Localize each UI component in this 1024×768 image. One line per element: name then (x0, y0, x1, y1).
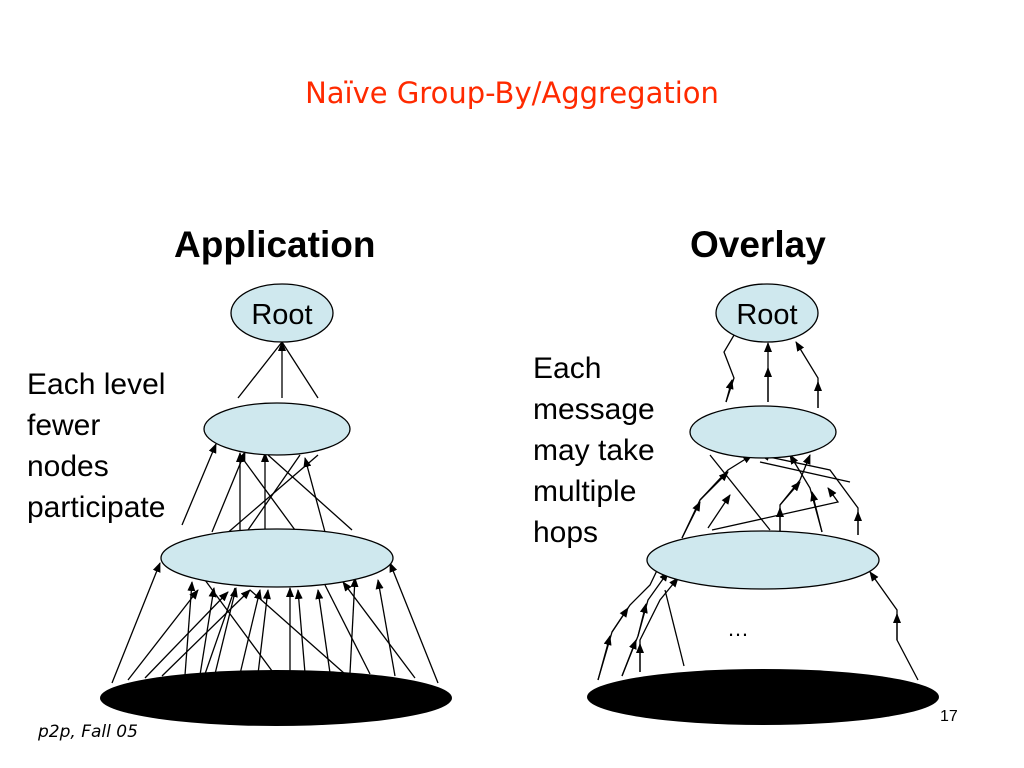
note-line: Each (533, 352, 602, 385)
edge (267, 454, 353, 531)
edge (707, 494, 731, 529)
edge (779, 481, 801, 506)
edge (204, 587, 236, 675)
edge (181, 443, 217, 526)
overlay-level2-node (646, 530, 880, 590)
edge (597, 635, 612, 681)
edge (611, 607, 629, 633)
overlay-base-nodes (587, 669, 939, 725)
edge (810, 491, 823, 533)
edge (281, 341, 319, 399)
edge (681, 501, 701, 539)
edge (597, 559, 663, 681)
application-level1-node (203, 402, 351, 456)
edge (349, 577, 359, 674)
note-line: fewer (27, 409, 101, 442)
edge (869, 571, 919, 681)
edge (239, 454, 296, 531)
edge (184, 581, 196, 676)
page-number: 17 (940, 708, 958, 725)
edge (111, 562, 161, 684)
edge (161, 589, 251, 677)
edge (759, 452, 859, 535)
edge (375, 579, 396, 677)
edge (239, 589, 262, 675)
edge (144, 591, 229, 679)
edge (725, 379, 734, 403)
note-line: hops (533, 516, 599, 549)
edge (664, 589, 685, 667)
edge (795, 341, 819, 408)
edge (199, 587, 217, 676)
edge (257, 589, 271, 675)
edge (621, 639, 637, 677)
edge (711, 487, 840, 531)
overlay-root-node (715, 283, 819, 343)
overlay-root-label: Root (736, 299, 797, 331)
edge (709, 454, 771, 531)
note-line: may take (533, 434, 655, 467)
slide-footer: p2p, Fall 05 (38, 722, 138, 742)
application-level2-node (160, 528, 394, 588)
note-line: multiple (533, 475, 637, 508)
application-edges (111, 341, 439, 684)
note-line: nodes (27, 450, 109, 483)
edge (389, 562, 439, 684)
edge (315, 589, 331, 674)
edge (723, 324, 741, 403)
overlay-ellipsis: … (727, 616, 749, 641)
edge (237, 341, 283, 399)
edge (324, 584, 371, 675)
application-header: Application (174, 224, 376, 265)
overlay-level1-node (689, 405, 837, 459)
edge (779, 454, 811, 532)
edge (249, 589, 346, 675)
overlay-note: Each message may take multiple hops (533, 348, 655, 553)
edge (214, 587, 238, 675)
overlay-edges (597, 324, 919, 681)
note-line: Each level (27, 368, 166, 401)
edge (342, 581, 416, 679)
edge (639, 577, 679, 672)
application-note: Each level fewer nodes participate (27, 364, 165, 528)
edge (224, 454, 319, 536)
edge (637, 603, 648, 637)
overlay-header: Overlay (690, 224, 826, 265)
application-base-nodes (100, 670, 452, 726)
edge (621, 571, 669, 677)
note-line: participate (27, 491, 166, 524)
edge (127, 589, 199, 681)
application-root-label: Root (251, 299, 312, 331)
edge (303, 457, 326, 533)
edge (204, 579, 276, 676)
edge (759, 461, 851, 483)
edge (294, 589, 306, 674)
application-root-node (230, 283, 334, 343)
slide-title: Naïve Group-By/Aggregation (305, 76, 719, 110)
edge (681, 454, 753, 539)
note-line: message (533, 393, 655, 426)
edge (699, 471, 729, 501)
